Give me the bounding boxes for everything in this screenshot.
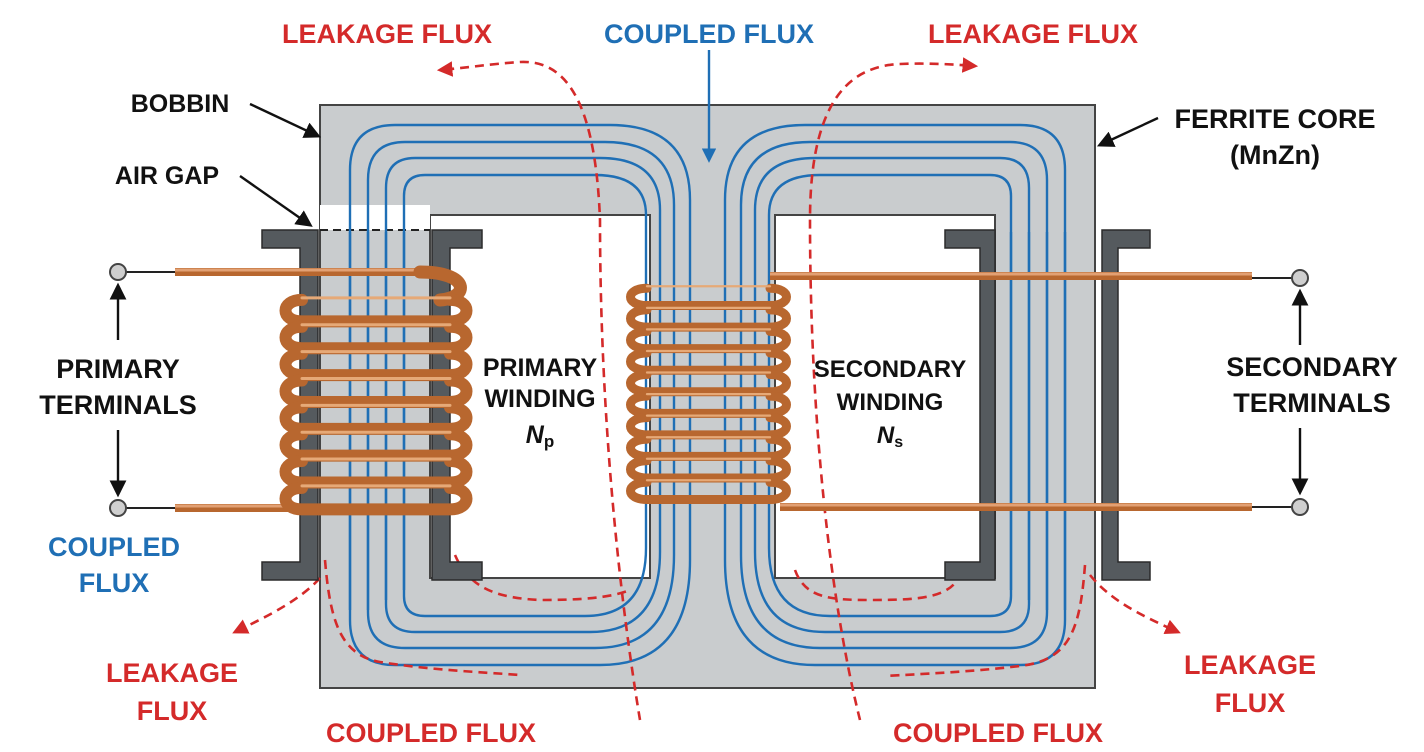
primary-winding-turn — [279, 455, 473, 489]
primary-terminal-bottom[interactable] — [109, 499, 127, 517]
leakage-flux-label-bottom-right-line2: FLUX — [1215, 688, 1286, 718]
primary-winding-label-line1: PRIMARY — [483, 354, 598, 382]
air-gap — [320, 205, 430, 230]
secondary-winding-turn — [626, 348, 791, 375]
primary-winding-turn — [279, 401, 473, 435]
primary-winding-turn — [279, 347, 473, 382]
secondary-leads — [770, 272, 1298, 511]
coupled-flux-label-left-line2: FLUX — [79, 568, 150, 598]
primary-winding-turn — [279, 374, 473, 408]
leakage-flux-lines — [232, 57, 1181, 721]
secondary-winding-turn — [626, 391, 791, 418]
secondary-winding-turn — [626, 434, 791, 461]
annotation-arrows — [109, 50, 1309, 498]
bobbin-secondary — [944, 229, 1151, 581]
secondary-winding-turn — [626, 283, 791, 311]
primary-winding-turn — [279, 320, 473, 355]
leakage-flux-label-top-left: LEAKAGE FLUX — [282, 19, 492, 49]
primary-winding-turn — [279, 293, 473, 328]
secondary-winding-turn — [626, 413, 791, 440]
secondary-winding-coils — [626, 283, 791, 505]
coupled-flux-label-bottom-left: COUPLED FLUX — [326, 718, 536, 748]
secondary-terminal-bottom[interactable] — [1291, 498, 1309, 516]
secondary-winding-label-line1: SECONDARY — [814, 356, 966, 383]
secondary-winding-turn — [626, 370, 791, 397]
secondary-winding-label-line2: WINDING — [837, 389, 944, 416]
secondary-turns-symbol: Ns — [877, 422, 903, 451]
primary-terminals-label-line1: PRIMARY — [56, 354, 180, 384]
leakage-flux-label-top-right: LEAKAGE FLUX — [928, 19, 1138, 49]
primary-winding-label-line2: WINDING — [484, 385, 595, 413]
coupled-flux-label-top: COUPLED FLUX — [604, 19, 814, 49]
bobbin-label: BOBBIN — [131, 90, 230, 118]
coupled-flux-label-bottom-right: COUPLED FLUX — [893, 718, 1103, 748]
primary-terminal-top[interactable] — [109, 263, 127, 281]
air-gap-label: AIR GAP — [115, 162, 219, 190]
leakage-flux-label-bottom-right-line1: LEAKAGE — [1184, 650, 1316, 680]
secondary-winding-turn — [626, 305, 791, 332]
primary-winding-turn — [279, 428, 473, 462]
secondary-terminals-label-line1: SECONDARY — [1226, 352, 1398, 382]
primary-turns-symbol: Np — [526, 421, 554, 451]
leakage-flux-label-bottom-left-line1: LEAKAGE — [106, 658, 238, 688]
primary-winding-coils — [279, 265, 473, 516]
secondary-terminal-top[interactable] — [1291, 269, 1309, 287]
leakage-flux-label-bottom-left-line2: FLUX — [137, 696, 208, 726]
secondary-winding-turn — [626, 456, 791, 483]
secondary-winding-turn — [626, 326, 791, 354]
coupled-flux-label-left-line1: COUPLED — [48, 532, 180, 562]
secondary-terminals-label-line2: TERMINALS — [1233, 388, 1391, 418]
primary-terminals-label-line2: TERMINALS — [39, 390, 197, 420]
primary-winding-turn — [279, 481, 473, 516]
ferrite-core-material-label: (MnZn) — [1230, 140, 1320, 170]
ferrite-core-label: FERRITE CORE — [1174, 104, 1375, 134]
secondary-winding-turn — [626, 477, 791, 505]
